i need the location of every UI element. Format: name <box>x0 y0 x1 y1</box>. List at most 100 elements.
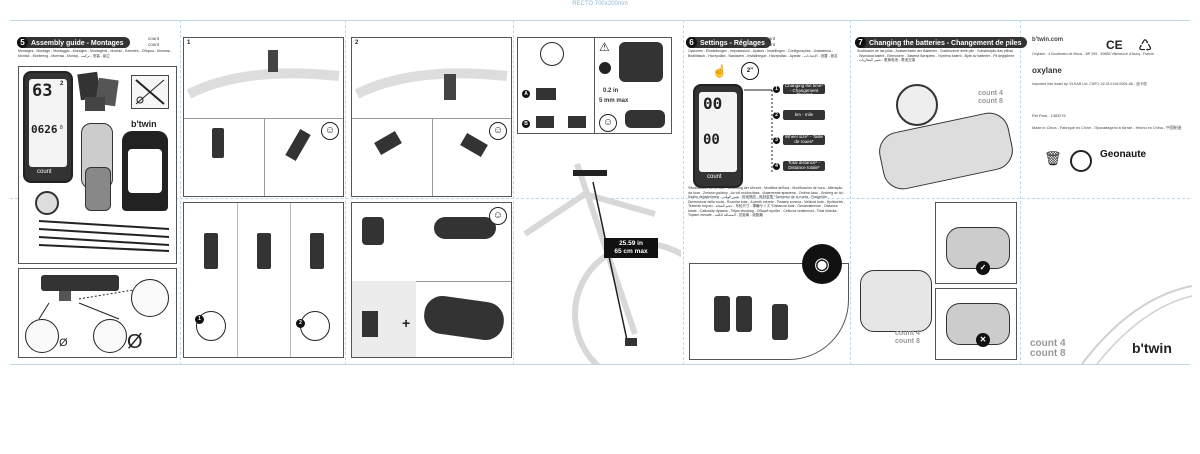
sensor-installed-illustration <box>421 293 507 343</box>
panel5-kit-box: 63 2 0626 8 count b'twin <box>18 66 177 264</box>
warning-stop-icon <box>599 62 611 74</box>
smiley-icon-3: ☺ <box>489 207 507 225</box>
gap-imperial: 0.2 in <box>603 88 619 94</box>
settings-flow-arrows <box>744 89 773 174</box>
smiley-icon-2: ☺ <box>489 122 507 140</box>
step2-number: 2 <box>355 40 359 46</box>
panel7-count4-top: count 4 <box>978 90 1003 97</box>
smiley-icon-4: ☺ <box>599 114 617 132</box>
panel7-title: Changing the batteries - Changement de p… <box>869 40 1022 47</box>
flow-btn-units: km - mile <box>783 110 825 120</box>
guide-line-top <box>10 20 1190 21</box>
flow-step-4: 4 <box>773 163 780 170</box>
check-icon: ✓ <box>976 261 990 275</box>
rear-swoosh <box>1081 285 1192 365</box>
sensor-clip-illustration <box>362 217 384 245</box>
panel6-brand: count <box>707 174 722 180</box>
smiley-icon: ☺ <box>321 122 339 140</box>
panel7-count-label-a: count <box>998 36 1010 41</box>
rear-address: Oxylane - 4 Boulevard de Mons - BP 299 -… <box>1032 52 1155 56</box>
device-bottom-unit: 8 <box>60 125 63 131</box>
panel5-title: Assembly guide - Montages <box>31 40 124 47</box>
rear-btwin-url: b'twin.com <box>1032 37 1064 43</box>
panel6-title: Settings - Réglages <box>700 40 765 47</box>
shim-detail-circle-left <box>25 319 59 353</box>
step1-number: 1 <box>187 40 191 46</box>
panel6-device-2 <box>736 296 752 332</box>
device-mount-step-b <box>257 233 271 269</box>
rear-count8: count 8 <box>1030 348 1066 359</box>
mount-label: b'twin <box>131 119 157 129</box>
recycle-icon: ♺ <box>1138 38 1153 55</box>
panel5-count-label-b: count <box>148 42 160 47</box>
sensor-body-illustration <box>362 311 378 337</box>
step-circle-1: 1 <box>195 315 204 324</box>
rear-oxylane: oxylane <box>1032 66 1062 75</box>
device-top-unit: 2 <box>60 81 64 87</box>
rear-btwin-logo: b'twin <box>1132 340 1172 356</box>
battery-icon <box>35 191 59 215</box>
panel6-device-3 <box>772 304 788 340</box>
guide-line-bottom <box>10 364 1190 365</box>
fold-line-2 <box>345 20 346 365</box>
step2b-box: ☺ + <box>351 202 512 358</box>
cable-ties <box>38 220 170 252</box>
distance-imperial: 25.59 in <box>619 240 643 247</box>
panel5-bracket-box: Ø Ø <box>18 268 177 358</box>
x-icon: ✕ <box>976 333 990 347</box>
panel7-count4-bottom: count 4 <box>895 330 920 337</box>
panel7-count8-top: count 8 <box>978 98 1003 105</box>
step1-box: 1 ☺ <box>183 37 344 197</box>
magnet-box-right: ⚠ 0.2 in 5 mm max ☺ <box>594 37 672 134</box>
battery-coin-icon <box>896 84 938 126</box>
spoke-magnet-a <box>536 88 556 100</box>
flow-step-1: 1 <box>773 86 780 93</box>
sensor-illustration <box>434 217 496 239</box>
recycling-circle-icon <box>1070 150 1092 172</box>
rear-importer: Imported into Israel by: ELKAR Ltd. CNPJ… <box>1032 82 1147 86</box>
distance-metric: 65 cm max <box>614 248 648 255</box>
rear-ref: Ref Pack - 1383276 <box>1032 114 1066 118</box>
flow-step-2: 2 <box>773 112 780 119</box>
warning-icon: ⚠ <box>599 40 610 54</box>
sensor-gap-illustration <box>625 110 665 128</box>
panel7-number: 7 <box>855 37 866 48</box>
mount-shoe-illustration <box>122 131 168 211</box>
waste-bin-icon: 🗑 <box>1044 150 1062 166</box>
sensor-close-illustration <box>619 42 663 82</box>
fold-line-5 <box>850 20 851 365</box>
recto-label: RECTO 700x200mm <box>572 1 628 7</box>
device-on-handlebar-1 <box>212 128 224 158</box>
fold-line-6 <box>1020 20 1021 365</box>
panel7-languages: Sustitución de las pilas - Auswechseln d… <box>857 49 1015 62</box>
diameter-icon-small: Ø <box>59 337 68 349</box>
device-mount-step-a <box>204 233 218 269</box>
spoke-magnet-b <box>536 116 554 128</box>
panel6-languages: Opciones - Einstellungen - Impostazioni … <box>688 49 838 58</box>
timer-circle: 2" <box>741 62 759 80</box>
label-a: A <box>522 90 530 98</box>
magnet-box-left: A B <box>517 37 595 134</box>
panel7-count8-bottom: count 8 <box>895 338 920 345</box>
device-top-reading: 63 <box>32 81 53 101</box>
panel5-number: 5 <box>17 37 28 48</box>
panel6-count-label-a: count <box>764 36 776 41</box>
panel5-languages: Montages - Montage - Montaggio - Montaje… <box>18 49 172 58</box>
rear-count4: count 4 <box>1030 338 1066 349</box>
flow-btn-time: Changing the time* - Changement d'heure* <box>783 83 825 97</box>
magnet-circle <box>540 42 564 66</box>
battery-insert-illustration <box>860 270 932 332</box>
gap-metric: 5 mm max <box>599 98 629 104</box>
ce-mark-icon: CE <box>1106 38 1123 52</box>
device-mount-step-c <box>310 233 324 269</box>
device-brand: count <box>37 169 52 175</box>
distance-box: 25.59 in 65 cm max <box>604 238 658 258</box>
flow-btn-wheel: Wheel size* - Taille de roues* <box>783 134 825 145</box>
rear-made-in: Made in China - Fabriqué en Chine - Прои… <box>1032 126 1182 130</box>
step-circle-2: 2 <box>296 319 305 328</box>
bracket-strap <box>85 167 111 211</box>
panel6-reading-top: 00 <box>703 94 723 113</box>
panel6-device-1 <box>714 296 730 332</box>
